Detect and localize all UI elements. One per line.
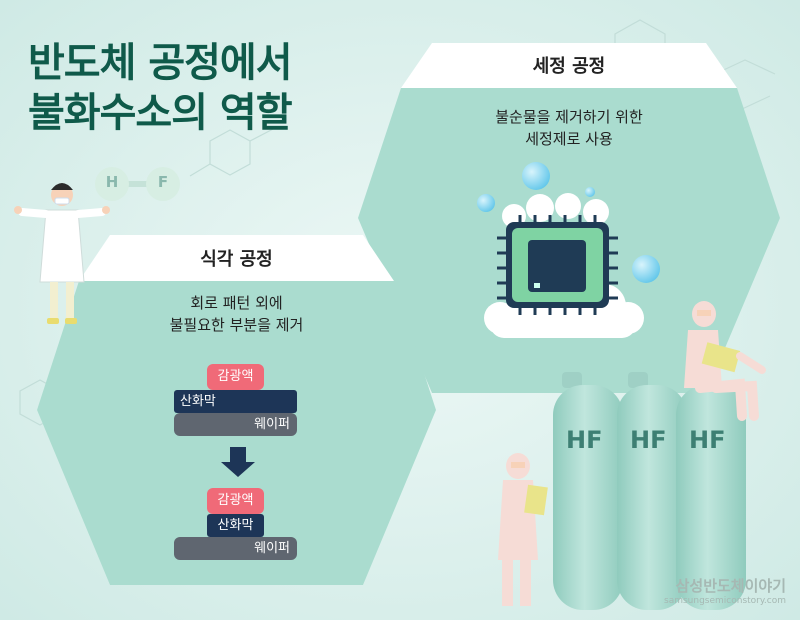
scientist-figure — [14, 183, 110, 324]
title-line-2: 불화수소의 역할 — [28, 90, 293, 136]
after-wafer-label: 웨이퍼 — [254, 541, 290, 556]
cleaning-header: 세정 공정 — [532, 56, 606, 77]
before-oxide-label: 산화막 — [180, 394, 216, 409]
watermark: 삼성반도체이야기 samsungsemiconstory.com — [664, 575, 786, 606]
fluorine-label: F — [157, 173, 169, 191]
tank-label-1: HF — [566, 426, 603, 454]
after-photoresist-label: 감광액 — [217, 493, 254, 508]
hf-molecule — [95, 167, 180, 201]
after-oxide-label: 산화막 — [217, 518, 254, 533]
chip-illustration — [477, 162, 660, 338]
before-photoresist-label: 감광액 — [217, 369, 254, 384]
etching-layer-stacks — [174, 364, 297, 560]
title-line-1: 반도체 공정에서 — [28, 40, 293, 86]
cleanroom-worker-left — [498, 453, 548, 606]
cleaning-description-1: 불순물을 제거하기 위한 — [495, 108, 643, 126]
page-title: 반도체 공정에서 불화수소의 역할 — [28, 38, 293, 138]
cleanroom-worker-sitting — [684, 301, 766, 421]
etching-description-1: 회로 패턴 외에 — [190, 294, 283, 312]
tank-label-2: HF — [630, 426, 667, 454]
cleaning-description-2: 세정제로 사용 — [525, 130, 613, 148]
watermark-url: samsungsemiconstory.com — [664, 596, 786, 606]
etching-header: 식각 공정 — [200, 249, 273, 270]
tank-label-3: HF — [689, 426, 726, 454]
before-wafer-label: 웨이퍼 — [254, 417, 290, 432]
hydrogen-label: H — [105, 173, 119, 191]
etching-description-2: 불필요한 부분을 제거 — [169, 316, 304, 334]
watermark-brand: 삼성반도체이야기 — [675, 577, 786, 595]
hf-gas-tanks — [553, 372, 746, 610]
